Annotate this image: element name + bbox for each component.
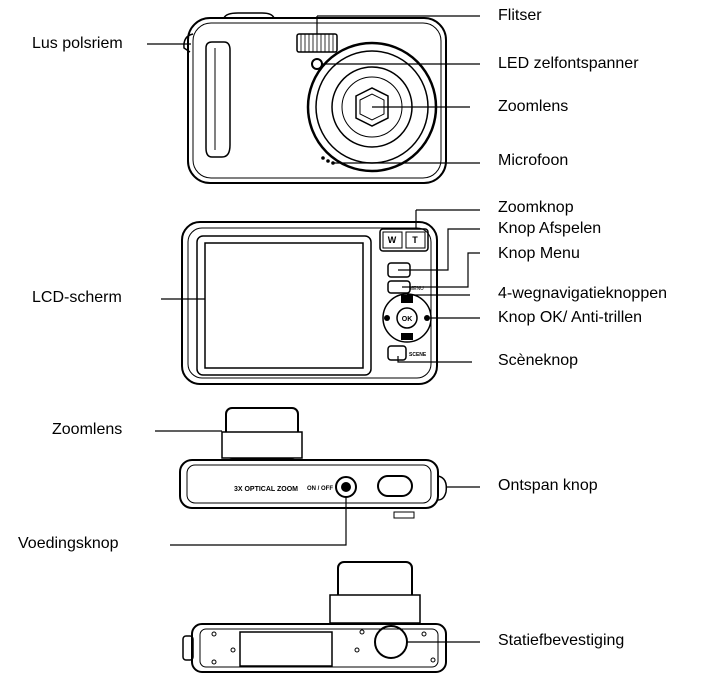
on-off-text: ON / OFF [307, 486, 333, 492]
label-led-self-timer: LED zelfontspanner [498, 55, 639, 72]
label-shutter-button: Ontspan knop [498, 477, 598, 494]
label-flash: Flitser [498, 7, 542, 24]
label-scene-button: Scèneknop [498, 352, 579, 369]
label-lcd-screen: LCD-scherm [32, 289, 122, 306]
camera-front-view [183, 12, 447, 184]
shutter-button [377, 475, 413, 497]
four-way-nav-pad [382, 293, 432, 343]
camera-back-view [181, 221, 438, 385]
ok-text: OK [402, 316, 413, 323]
zoom-t-text: T [412, 235, 418, 245]
menu-text: MENU [409, 286, 424, 292]
label-four-way-nav: 4-wegnavigatieknoppen [498, 285, 668, 302]
camera-bottom-view [182, 561, 447, 673]
lcd-screen [204, 242, 364, 369]
scene-button [387, 345, 407, 361]
label-playback-button: Knop Afspelen [498, 220, 602, 237]
label-power-button: Voedingsknop [18, 535, 119, 552]
optical-zoom-text: 3X OPTICAL ZOOM [234, 486, 298, 493]
leader-lines [147, 15, 480, 643]
zoom-w-text: W [388, 235, 397, 245]
label-zoom-button: Zoomknop [498, 199, 574, 216]
label-wrist-strap-loop: Lus polsriem [32, 35, 123, 52]
label-zoom-lens-top: Zoomlens [52, 421, 123, 438]
label-tripod-mount: Statiefbevestiging [498, 632, 625, 649]
camera-top-view [179, 407, 448, 519]
label-microphone: Microfoon [498, 152, 569, 169]
scene-text: SCENE [409, 352, 427, 358]
label-menu-button: Knop Menu [498, 245, 580, 262]
flash-window [296, 33, 338, 53]
label-zoom-lens-front: Zoomlens [498, 98, 569, 115]
label-ok-button: Knop OK/ Anti-trillen [498, 309, 643, 326]
